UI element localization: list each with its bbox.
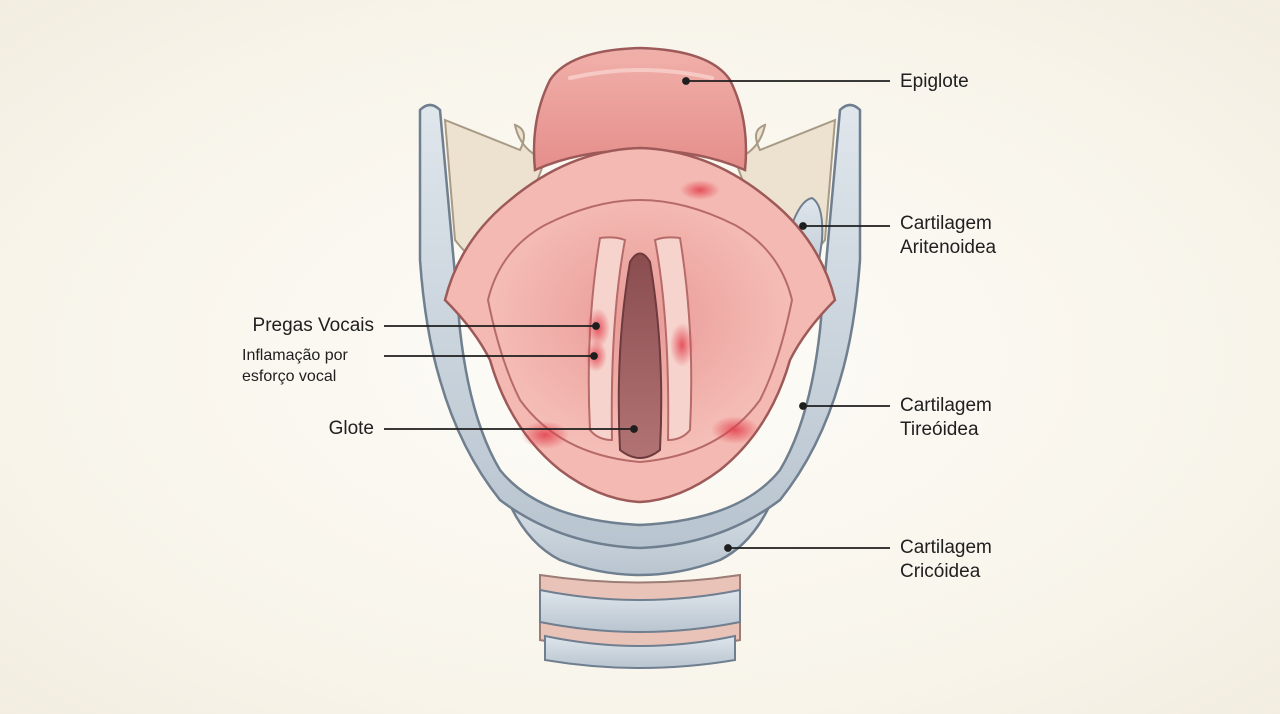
label-pregas-vocais-text: Pregas Vocais <box>252 315 374 336</box>
epiglottis <box>532 46 748 172</box>
label-cartilagem-cricoidea: Cartilagem Cricóidea <box>900 536 992 584</box>
label-inflamacao-line2: esforço vocal <box>242 368 337 385</box>
label-cricoidea-line2: Cricóidea <box>900 561 981 582</box>
label-aritenoidea-line1: Cartilagem <box>900 213 992 234</box>
label-inflamacao-line1: Inflamação por <box>242 347 348 364</box>
glottis <box>617 252 663 459</box>
label-glote: Glote <box>329 417 374 441</box>
label-pregas-vocais: Pregas Vocais <box>253 314 374 338</box>
label-inflamacao: Inflamação por esforço vocal <box>242 345 348 387</box>
label-glote-text: Glote <box>328 418 374 439</box>
label-aritenoidea-line2: Aritenoidea <box>900 237 997 258</box>
leader-lines <box>384 77 890 552</box>
label-tireoidea-line1: Cartilagem <box>900 395 992 416</box>
label-tireoidea-line2: Tireóidea <box>900 419 979 440</box>
inflammation-spots <box>521 180 759 449</box>
label-cartilagem-tireoidea: Cartilagem Tireóidea <box>900 394 992 442</box>
trachea <box>539 573 741 669</box>
label-cricoidea-line1: Cartilagem <box>900 537 992 558</box>
label-cartilagem-aritenoidea: Cartilagem Aritenoidea <box>900 212 996 260</box>
thyroid-cartilage <box>418 103 862 550</box>
label-epiglote-text: Epiglote <box>900 71 969 92</box>
label-epiglote: Epiglote <box>900 70 969 94</box>
